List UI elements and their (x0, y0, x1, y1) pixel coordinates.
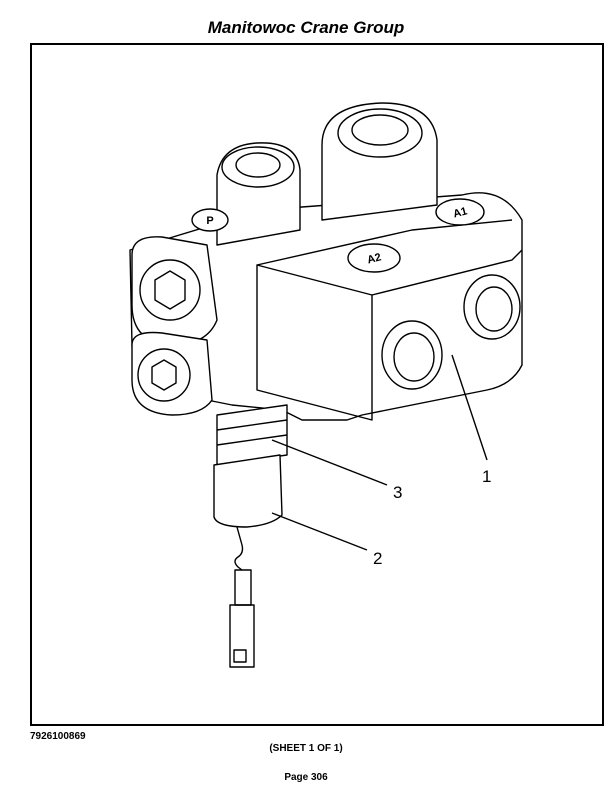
port-marking-p: P (206, 215, 213, 227)
leader-line-3 (271, 439, 388, 486)
block-front-face (256, 264, 373, 421)
fitting-nut (216, 404, 288, 466)
sheet-indicator: (SHEET 1 OF 1) (269, 743, 343, 754)
drawing-number: 7926100869 (30, 731, 86, 742)
callout-1: 1 (482, 467, 492, 486)
side-port-1 (381, 320, 443, 390)
connector-upper (234, 569, 252, 606)
port-marking-a2: A2 (366, 251, 383, 266)
top-port-boss-small (216, 142, 301, 246)
valve-assembly-illustration: A2 A1 P (129, 102, 523, 668)
lower-plug (131, 331, 213, 416)
page-number: Page 306 (284, 772, 328, 783)
leader-line-1 (451, 354, 488, 461)
leader-line-2 (271, 512, 368, 551)
connector-lower (229, 604, 255, 668)
callout-2: 2 (373, 549, 383, 568)
sensor-wire (234, 526, 244, 571)
callout-3: 3 (393, 483, 403, 502)
port-marking-a1: A1 (452, 205, 469, 220)
top-port-boss-large (321, 102, 438, 221)
sensor-sleeve (213, 454, 283, 528)
drawing-frame: A2 A1 P 1 3 2 (30, 43, 604, 726)
side-port-2 (463, 274, 521, 340)
upper-plug (131, 236, 218, 346)
page-title: Manitowoc Crane Group (207, 18, 405, 37)
